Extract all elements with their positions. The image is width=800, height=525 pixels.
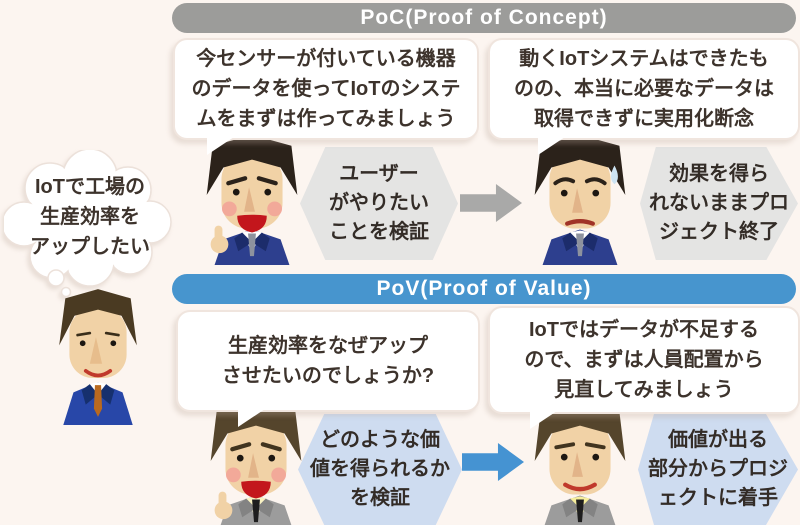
speech-bubble-poc-left: 今センサーが付いている機器 のデータを使ってIoTのシステ ムをまずは作ってみま…	[173, 38, 479, 155]
speech-tail-icon	[238, 407, 268, 427]
speech-bubble-poc-right-text: 動くIoTシステムはできたも のの、本当に必要なデータは 取得できずに実用化断念	[514, 48, 774, 130]
speech-tail-icon	[207, 135, 237, 155]
speech-bubble-pov-right: IoTではデータが不足する ので、まずは人員配置から 見直してみましょう	[488, 306, 800, 429]
poc-header-bar: PoC(Proof of Concept)	[172, 3, 796, 33]
badge-pov-right-text: 価値が出る 部分からプロジ ェクトに着手	[648, 429, 788, 509]
badge-pov-left-text: どのような価 値を得られるか を検証	[310, 429, 450, 509]
poc-header-label: PoC(Proof of Concept)	[360, 6, 608, 29]
badge-poc-right: 効果を得ら れないままプロ ジェクト終了	[640, 147, 798, 260]
speech-bubble-poc-left-text: 今センサーが付いている機器 のデータを使ってIoTのシステ ムをまずは作ってみま…	[191, 48, 461, 130]
factory-manager-character	[46, 282, 150, 425]
speech-bubble-pov-left: 生産効率をなぜアップ させたいのでしょうか?	[176, 310, 480, 427]
badge-poc-left: ユーザー がやりたい ことを検証	[300, 147, 458, 260]
speech-tail-icon	[538, 135, 568, 155]
pov-header-label: PoV(Proof of Value)	[376, 277, 592, 300]
consultant-pov-left-character	[196, 398, 316, 525]
gray-right-arrow-icon	[460, 184, 522, 222]
badge-pov-right: 価値が出る 部分からプロジ ェクトに着手	[638, 414, 798, 525]
manager-illustration-icon	[59, 289, 137, 425]
badge-poc-right-text: 効果を得ら れないままプロ ジェクト終了	[649, 163, 789, 243]
speech-bubble-pov-left-text: 生産効率をなぜアップ させたいのでしょうか?	[221, 335, 435, 387]
thought-bubble-text: IoTで工場の 生産効率を アップしたい	[30, 176, 150, 258]
badge-pov-left: どのような価 値を得られるか を検証	[298, 414, 462, 525]
consultant-excited-icon	[210, 400, 302, 525]
blue-right-arrow-icon	[462, 443, 524, 481]
pov-header-bar: PoV(Proof of Value)	[172, 274, 796, 304]
badge-poc-left-text: ユーザー がやりたい ことを検証	[329, 163, 429, 243]
speech-tail-icon	[530, 409, 560, 429]
speech-bubble-pov-right-text: IoTではデータが不足する ので、まずは人員配置から 見直してみましょう	[524, 319, 764, 401]
speech-bubble-poc-right: 動くIoTシステムはできたも のの、本当に必要なデータは 取得できずに実用化断念	[488, 38, 800, 155]
